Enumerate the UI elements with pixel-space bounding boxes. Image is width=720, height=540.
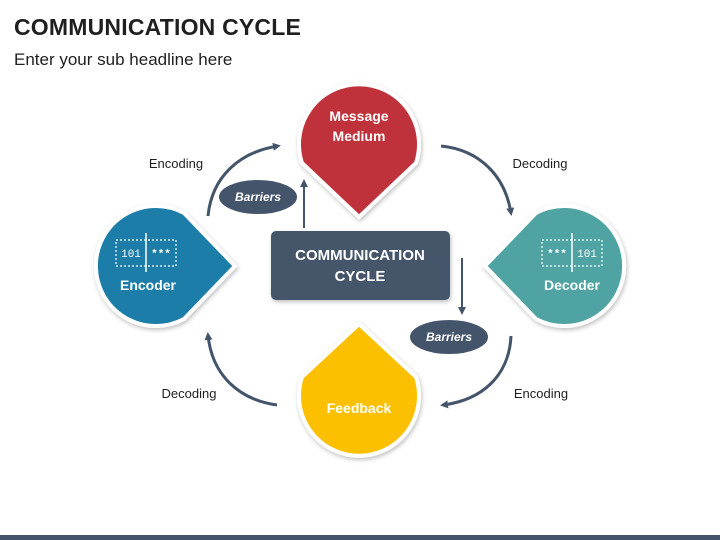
encoder-code-right: *** (151, 249, 171, 261)
barriers-bottom-label: Barriers (426, 330, 472, 344)
encoder-code-left: 101 (121, 249, 141, 261)
page-subtitle: Enter your sub headline here (14, 50, 233, 69)
arrow-encoding-top (206, 142, 281, 217)
decoder-code-right: 101 (577, 249, 597, 261)
message-medium-node (297, 82, 421, 220)
center-box (271, 231, 450, 300)
center-label-line2: CYCLE (335, 268, 386, 285)
decoder-code-icon: *** 101 (541, 233, 603, 272)
decoder-label: Decoder (544, 277, 601, 293)
label-decoding-top: Decoding (513, 156, 568, 171)
barriers-bottom-oval (408, 318, 490, 356)
arrow-decoding-bottom (204, 332, 278, 407)
label-encoding-bottom: Encoding (514, 386, 568, 401)
page-title: COMMUNICATION CYCLE (14, 14, 302, 40)
center-label-line1: COMMUNICATION (295, 247, 425, 264)
arrow-encoding-bottom (440, 335, 513, 409)
decoder-code-left: *** (547, 249, 567, 261)
feedback-node (297, 321, 421, 458)
barriers-top-label: Barriers (235, 190, 281, 204)
message-label-line2: Medium (333, 128, 386, 144)
label-encoding-top: Encoding (149, 156, 203, 171)
arrow-decoding-top (440, 144, 515, 216)
footer-bar (0, 535, 720, 540)
encoder-label: Encoder (120, 277, 177, 293)
label-decoding-bottom: Decoding (162, 386, 217, 401)
feedback-label: Feedback (327, 400, 392, 416)
barriers-top-oval (217, 178, 299, 216)
encoder-code-icon: 101 *** (115, 233, 177, 272)
message-label-line1: Message (329, 108, 388, 124)
